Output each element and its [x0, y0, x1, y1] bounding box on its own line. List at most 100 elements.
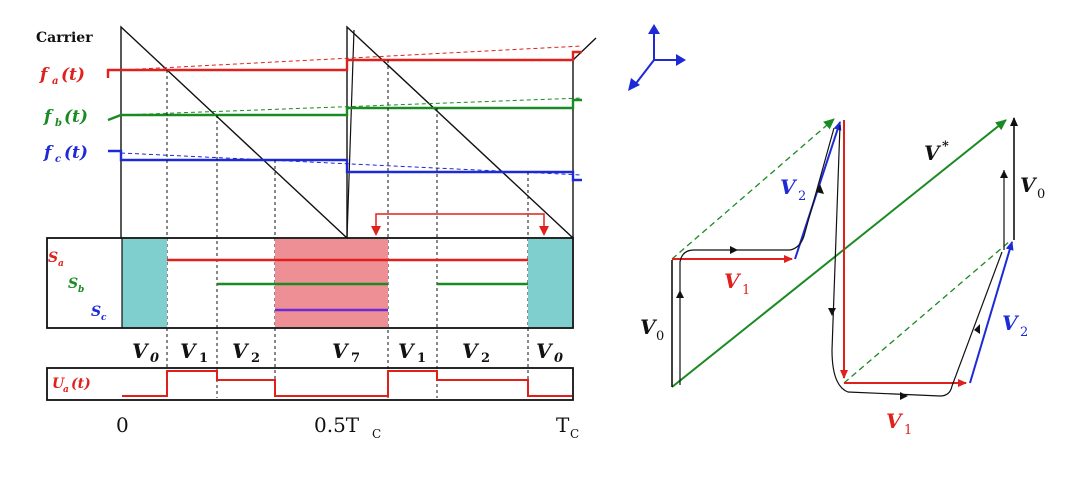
svg-text:V: V: [536, 339, 554, 363]
svg-text:V: V: [780, 175, 798, 199]
reference-vector-vstar: [671, 119, 1007, 388]
switch-state-box: [46, 237, 574, 329]
vstar-label: V *: [924, 139, 949, 165]
svg-text:V: V: [180, 339, 198, 363]
time-label-zero: 0: [116, 413, 129, 437]
svg-text:V: V: [462, 339, 480, 363]
svg-text:0: 0: [150, 351, 159, 366]
timing-diagram: Carrier f a (t) f b (t) f c (t): [36, 25, 597, 441]
svg-text:c: c: [55, 154, 61, 165]
time-label-full: T C: [556, 413, 579, 441]
fb-waveform: [107, 98, 582, 122]
svg-text:T: T: [556, 413, 570, 437]
svg-text:0.5T: 0.5T: [314, 413, 360, 437]
svg-text:b: b: [78, 285, 84, 295]
svg-text:f: f: [43, 143, 54, 163]
v0-left-label: V 0: [640, 315, 664, 344]
v1-top-label: V 1: [724, 269, 750, 298]
svg-text:V: V: [924, 141, 942, 165]
svg-text:a: a: [52, 76, 58, 87]
svg-text:1: 1: [904, 423, 912, 438]
svg-text:f: f: [43, 107, 54, 127]
v2-bottom-vector: [969, 241, 1014, 384]
svg-text:c: c: [101, 313, 107, 323]
carrier-rise-1: [346, 29, 355, 239]
v2-bottom-label: V 2: [1002, 311, 1028, 340]
svg-text:V: V: [886, 409, 904, 433]
svg-text:1: 1: [742, 283, 750, 298]
svg-text:(t): (t): [64, 107, 88, 127]
fc-label: f c (t): [43, 143, 88, 165]
v0-right-label: V 0: [1020, 173, 1045, 202]
sb-label: S b: [68, 276, 84, 295]
svg-text:U: U: [52, 376, 65, 392]
svg-text:V: V: [1002, 311, 1020, 335]
svg-text:a: a: [58, 259, 64, 269]
fa-dashed-trend: [120, 45, 583, 71]
ua-waveform: [122, 370, 572, 397]
svg-text:(t): (t): [71, 376, 91, 392]
v2-top-label: V 2: [780, 175, 806, 204]
dashed-helper-bottom: [843, 240, 1011, 384]
svg-text:0: 0: [554, 351, 563, 366]
carrier-label: Carrier: [36, 30, 93, 46]
svg-text:(t): (t): [64, 143, 88, 163]
svg-text:V: V: [724, 269, 742, 293]
svg-text:2: 2: [481, 351, 490, 366]
ua-label: U a (t): [52, 376, 91, 395]
svg-text:V: V: [232, 339, 250, 363]
symmetry-bracket: [371, 213, 549, 236]
svg-text:V: V: [132, 339, 150, 363]
fc-waveform: [108, 149, 582, 182]
svg-text:S: S: [91, 304, 101, 320]
svg-text:f: f: [39, 65, 50, 85]
sc-label: S c: [91, 304, 107, 323]
svg-text:C: C: [570, 427, 579, 441]
ua-box: [46, 367, 574, 401]
svg-text:V: V: [1020, 173, 1038, 197]
dashed-helper-top: [671, 118, 835, 260]
fa-waveform: [106, 50, 582, 78]
trajectory-bottom: [951, 251, 1003, 387]
svg-text:0: 0: [1037, 187, 1045, 202]
svg-text:2: 2: [798, 189, 806, 204]
v1-bottom-label: V 1: [886, 409, 912, 438]
svg-text:1: 1: [417, 351, 426, 366]
carrier-sawtooth: [120, 25, 597, 240]
svg-text:b: b: [55, 118, 62, 129]
svg-text:(t): (t): [61, 65, 85, 85]
trajectory-descent: [831, 124, 953, 397]
trajectory-top: [679, 127, 835, 385]
three-axis-icon: [628, 24, 686, 91]
svg-text:2: 2: [251, 351, 260, 366]
zero-vector-region-end: [528, 239, 572, 327]
svg-text:V: V: [640, 315, 658, 339]
fa-label: f a (t): [39, 65, 85, 87]
svg-text:a: a: [63, 385, 69, 395]
svg-text:S: S: [68, 276, 78, 292]
svg-text:*: *: [942, 139, 949, 154]
svg-text:V: V: [332, 339, 350, 363]
svg-text:C: C: [372, 427, 381, 441]
zero-vector-region-start: [122, 239, 167, 327]
fb-label: f b (t): [43, 107, 88, 129]
vector-diagram: V * V 0 V 1 V 2: [628, 24, 1045, 438]
svg-text:S: S: [48, 250, 58, 266]
svg-text:V: V: [398, 339, 416, 363]
time-label-half: 0.5T C: [314, 413, 381, 441]
svg-text:1: 1: [199, 351, 208, 366]
svg-text:0: 0: [656, 329, 664, 344]
svg-text:7: 7: [351, 351, 360, 366]
svg-text:2: 2: [1020, 325, 1028, 340]
sa-label: S a: [48, 250, 64, 269]
switching-guides: [166, 60, 529, 398]
